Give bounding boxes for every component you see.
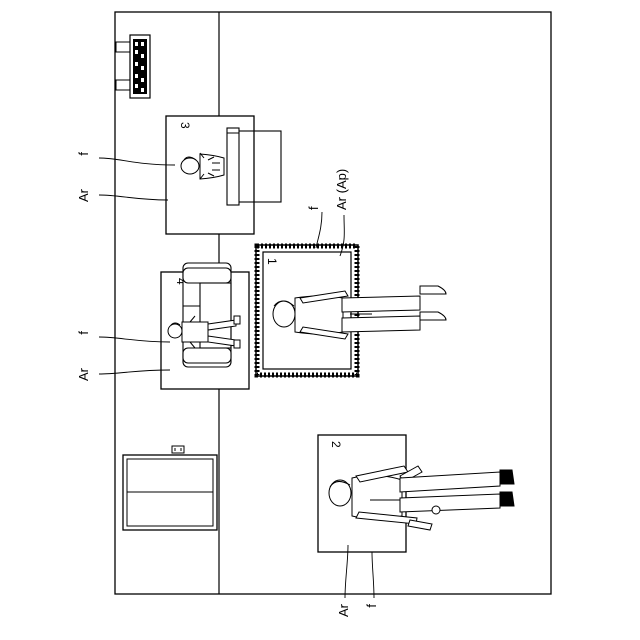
wall-display-icon [116, 35, 150, 98]
label-f-bottom: f [364, 604, 379, 608]
frame-3-number: 3 [178, 122, 192, 129]
label-f-top: f [76, 152, 91, 156]
elevator-door-icon [123, 446, 217, 530]
label-ar-top: Ar [76, 188, 91, 202]
label-f-middle: f [76, 331, 91, 335]
label-ar-middle: Ar [76, 367, 91, 381]
sofa-icon [183, 263, 231, 367]
label-f-frame1: f [306, 206, 321, 210]
frame-2-number: 2 [329, 441, 343, 448]
frame-1-number: 1 [265, 258, 279, 265]
label-ar-ap-frame1: Ar (Ap) [334, 169, 349, 210]
label-ar-bottom: Ar [336, 603, 351, 617]
